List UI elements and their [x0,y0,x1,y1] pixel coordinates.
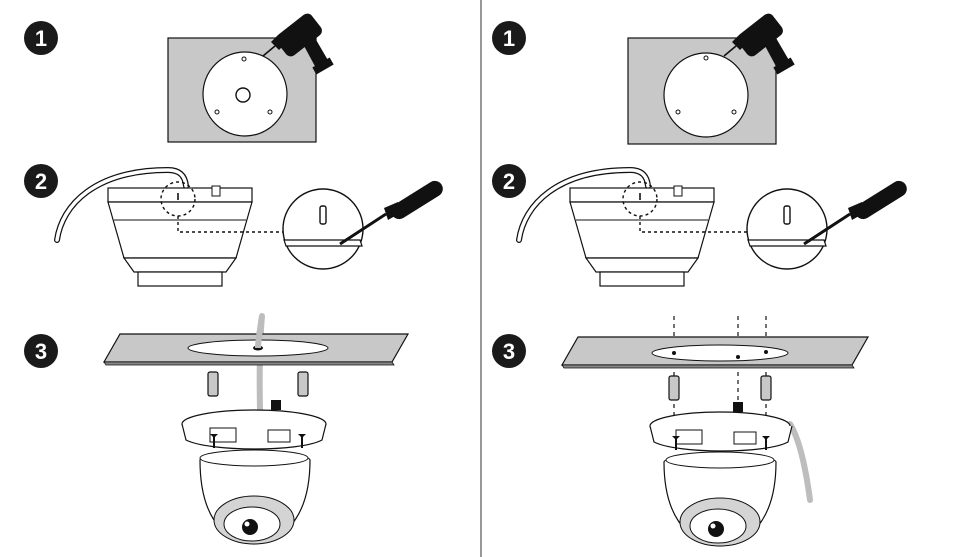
dome-camera-icon [181,400,327,545]
step-1-illustration-left [167,13,334,143]
step-2-label-left: 2 [35,169,47,194]
drill-icon [262,13,334,75]
step-3-label-left: 3 [35,339,47,364]
step-2-badge-left: 2 [24,164,58,198]
step-3-illustration-left [102,313,410,545]
drill-icon [723,13,795,75]
screwdriver-icon [803,180,907,246]
camera-base-icon [569,185,715,287]
step-1-badge-right: 1 [492,21,526,55]
wall-anchor-icon [207,371,309,397]
detail-callout-right [746,188,828,270]
step-2-label-right: 2 [503,169,515,194]
step-2-illustration-left [54,166,443,287]
detail-callout-left [282,188,364,270]
step-1-label-left: 1 [35,26,47,51]
camera-base-icon [107,185,253,287]
step-1-badge-left: 1 [24,21,58,55]
step-3-label-right: 3 [503,339,515,364]
step-3-badge-right: 3 [492,334,526,368]
dome-camera-icon [649,402,793,547]
step-3-illustration-right [560,316,870,547]
wall-anchor-icon [668,375,772,401]
screwdriver-icon [339,180,443,246]
step-2-badge-right: 2 [492,164,526,198]
step-2-illustration-right [516,166,907,287]
panel-left: 1 2 [24,13,443,545]
step-1-label-right: 1 [503,26,515,51]
step-1-illustration-right [627,13,795,145]
panel-right: 1 2 [492,13,907,547]
step-3-badge-left: 3 [24,334,58,368]
